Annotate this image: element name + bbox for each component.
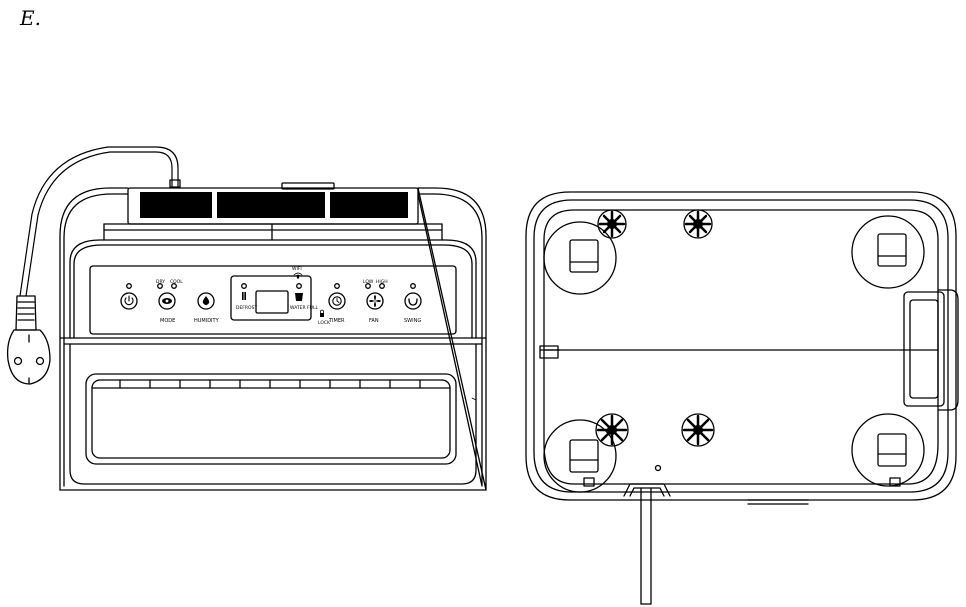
power-cord (19, 146, 181, 297)
lock-icon (320, 309, 324, 317)
water-full-icon (295, 293, 303, 301)
water-full-label: WATER FULL (290, 305, 318, 311)
lock-label: LOCK (318, 320, 331, 326)
defrost-icon (242, 289, 246, 303)
swing-label: SWING (404, 318, 421, 324)
cord-exit (623, 483, 671, 605)
figure-label: E. (20, 6, 41, 30)
timer-label: TIMER (328, 318, 345, 324)
wifi-label: WIFI (292, 266, 302, 272)
control-panel (89, 265, 457, 335)
fan-label: FAN (369, 318, 379, 324)
rubber-foot-4 (681, 413, 715, 447)
caster-wheel-bottom-left (543, 419, 617, 493)
top-grille (127, 182, 419, 225)
fan-icon (369, 295, 381, 307)
corner-tab-right (889, 477, 901, 487)
rubber-foot-2 (683, 209, 713, 239)
fan-high-label: HIGH (376, 279, 388, 285)
rubber-foot-1 (597, 209, 627, 239)
side-handle (903, 289, 959, 411)
mode-dry-label: DRY (156, 279, 165, 285)
fan-low-label: LOW (363, 279, 374, 285)
power-plug (6, 295, 51, 385)
mode-cool-label: COOL (170, 279, 183, 285)
front-housing (59, 187, 487, 491)
timer-button[interactable] (328, 292, 346, 310)
mode-label: MODE (160, 318, 175, 324)
caster-wheel-top-right (851, 215, 925, 289)
bottom-housing (525, 191, 957, 505)
power-button[interactable] (120, 292, 138, 310)
drain-hole (654, 464, 662, 472)
rubber-foot-3 (595, 413, 629, 447)
bottom-view (525, 191, 959, 605)
indicator-leds (126, 283, 416, 289)
caster-wheel-bottom-right (851, 413, 925, 487)
humidity-label: HUMIDITY (194, 318, 220, 324)
humidity-button[interactable] (197, 292, 215, 310)
front-view: DRY COOL WIFI LOW HIGH (6, 146, 487, 491)
mode-button[interactable] (158, 292, 176, 310)
water-tank (85, 373, 477, 465)
caster-wheel-top-left (543, 221, 617, 295)
defrost-label: DEFROST (236, 305, 257, 311)
corner-tab-left (583, 477, 595, 487)
wifi-icon (293, 272, 303, 279)
fan-button[interactable] (366, 292, 384, 310)
swing-button[interactable] (404, 292, 422, 310)
